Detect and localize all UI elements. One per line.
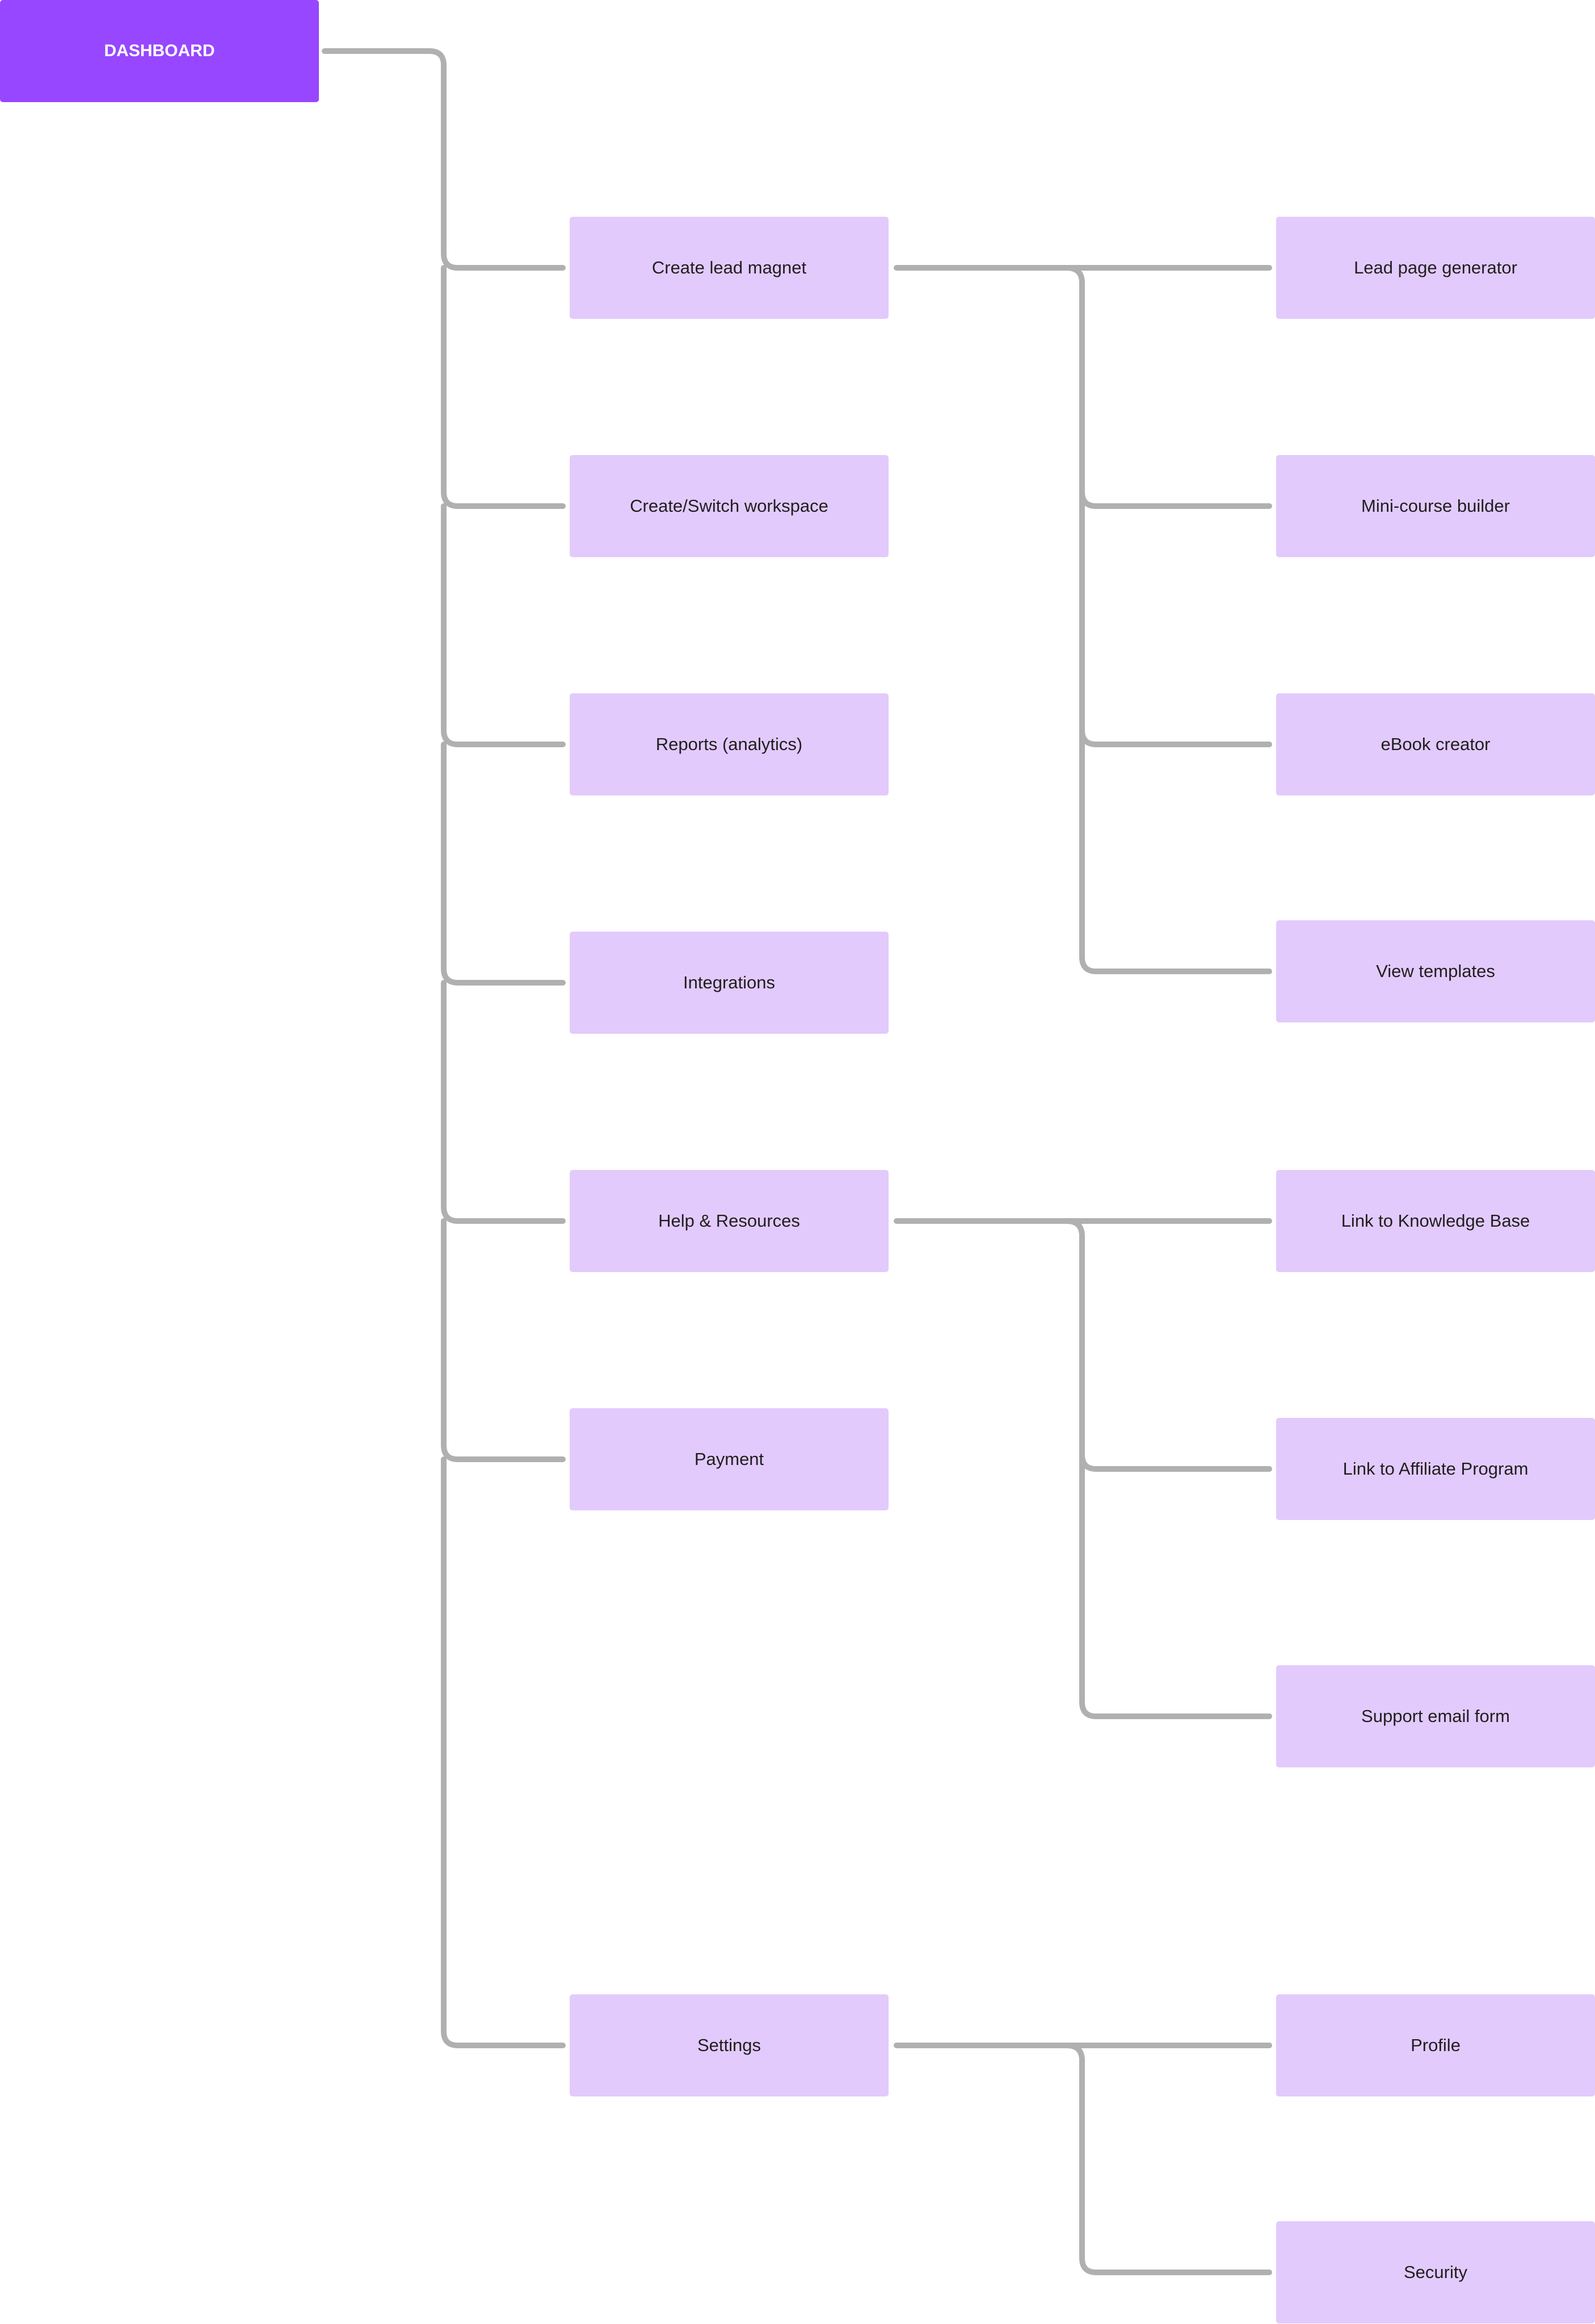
view-templates-label: View templates: [1376, 961, 1495, 981]
link-knowledge-base-node[interactable]: Link to Knowledge Base: [1276, 1170, 1595, 1272]
profile-node[interactable]: Profile: [1276, 1994, 1595, 2096]
create-switch-workspace-node[interactable]: Create/Switch workspace: [570, 455, 889, 557]
connector-help-trunk: [1064, 1218, 1272, 1719]
connector-trunk-to-settings: [441, 1456, 566, 2048]
help-resources-node[interactable]: Help & Resources: [570, 1170, 889, 1272]
connector-trunk-to-workspace: [441, 265, 566, 509]
support-email-form-node[interactable]: Support email form: [1276, 1665, 1595, 1767]
connector-root-to-create-lead-magnet: [322, 48, 566, 271]
view-templates-node[interactable]: View templates: [1276, 920, 1595, 1022]
mini-course-builder-label: Mini-course builder: [1361, 496, 1510, 516]
settings-node[interactable]: Settings: [570, 1994, 889, 2096]
ebook-creator-node[interactable]: eBook creator: [1276, 693, 1595, 795]
settings-label: Settings: [697, 2035, 761, 2055]
help-resources-label: Help & Resources: [658, 1211, 800, 1231]
connector-trunk-to-help: [441, 980, 566, 1224]
connector-trunk-to-reports: [441, 503, 566, 747]
support-email-form-label: Support email form: [1361, 1706, 1510, 1726]
integrations-node[interactable]: Integrations: [570, 932, 889, 1034]
link-knowledge-base-label: Link to Knowledge Base: [1341, 1211, 1530, 1231]
create-lead-magnet-label: Create lead magnet: [651, 258, 807, 277]
reports-analytics-label: Reports (analytics): [655, 734, 803, 754]
create-switch-workspace-label: Create/Switch workspace: [630, 496, 828, 516]
connector-lead-magnet-to-ebook: [1079, 727, 1272, 747]
profile-label: Profile: [1411, 2035, 1461, 2055]
connector-trunk-to-integrations: [441, 742, 566, 986]
security-label: Security: [1404, 2262, 1467, 2282]
integrations-label: Integrations: [683, 972, 775, 992]
link-affiliate-program-node[interactable]: Link to Affiliate Program: [1276, 1418, 1595, 1520]
payment-label: Payment: [694, 1449, 764, 1469]
lead-page-generator-node[interactable]: Lead page generator: [1276, 217, 1595, 319]
lead-page-generator-label: Lead page generator: [1354, 258, 1517, 277]
connector-help-to-affiliate: [1079, 1452, 1272, 1472]
create-lead-magnet-node[interactable]: Create lead magnet: [570, 217, 889, 319]
dashboard-node[interactable]: DASHBOARD: [0, 0, 319, 102]
payment-node[interactable]: Payment: [570, 1408, 889, 1510]
dashboard-label: DASHBOARD: [104, 41, 215, 60]
connector-lead-magnet-trunk: [1064, 265, 1272, 974]
connector-trunk-to-payment: [441, 1218, 566, 1462]
security-node[interactable]: Security: [1276, 2221, 1595, 2323]
reports-analytics-node[interactable]: Reports (analytics): [570, 693, 889, 795]
connector-settings-trunk: [1064, 2043, 1272, 2275]
link-affiliate-program-label: Link to Affiliate Program: [1343, 1459, 1529, 1479]
mini-course-builder-node[interactable]: Mini-course builder: [1276, 455, 1595, 557]
connector-lead-magnet-to-mini-course: [1079, 489, 1272, 509]
ebook-creator-label: eBook creator: [1381, 734, 1491, 754]
